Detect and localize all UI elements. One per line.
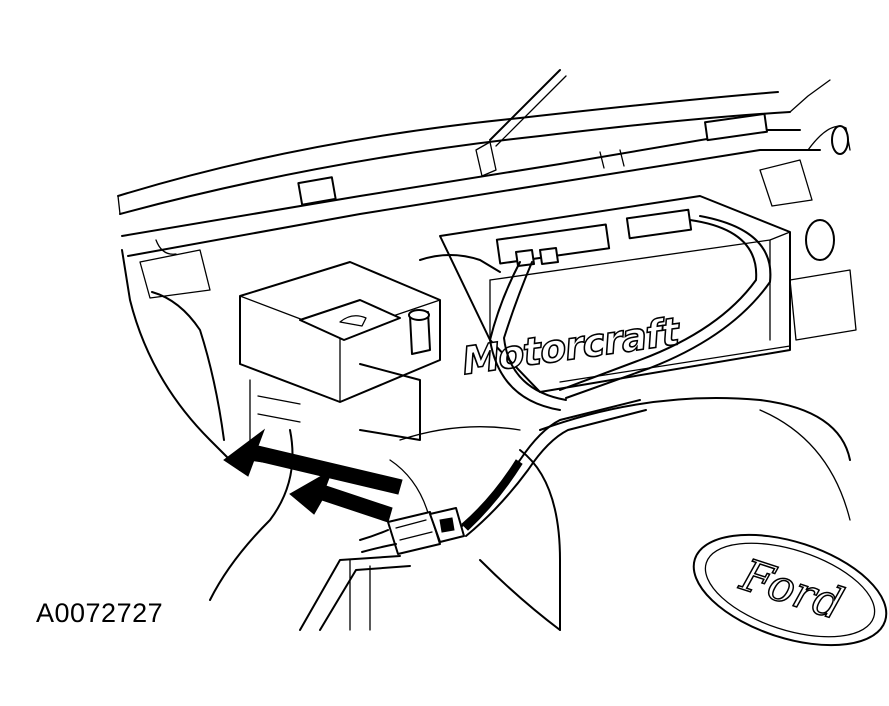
wiring-harness bbox=[390, 400, 646, 536]
lower-arrow bbox=[290, 470, 392, 522]
hood-edge bbox=[118, 80, 830, 214]
reservoir bbox=[240, 262, 440, 470]
lower-frame bbox=[300, 556, 410, 630]
electrical-connector bbox=[360, 508, 464, 554]
battery-cables bbox=[420, 216, 770, 410]
pointer-arrows bbox=[224, 430, 402, 522]
battery: Motorcraft bbox=[440, 196, 790, 392]
right-side-components bbox=[760, 126, 856, 340]
ford-emblem: Ford bbox=[680, 513, 889, 666]
engine-cover bbox=[480, 398, 850, 630]
radiator-support bbox=[122, 70, 820, 256]
figure-id-label: A0072727 bbox=[36, 598, 164, 628]
upper-arrow bbox=[224, 430, 402, 494]
